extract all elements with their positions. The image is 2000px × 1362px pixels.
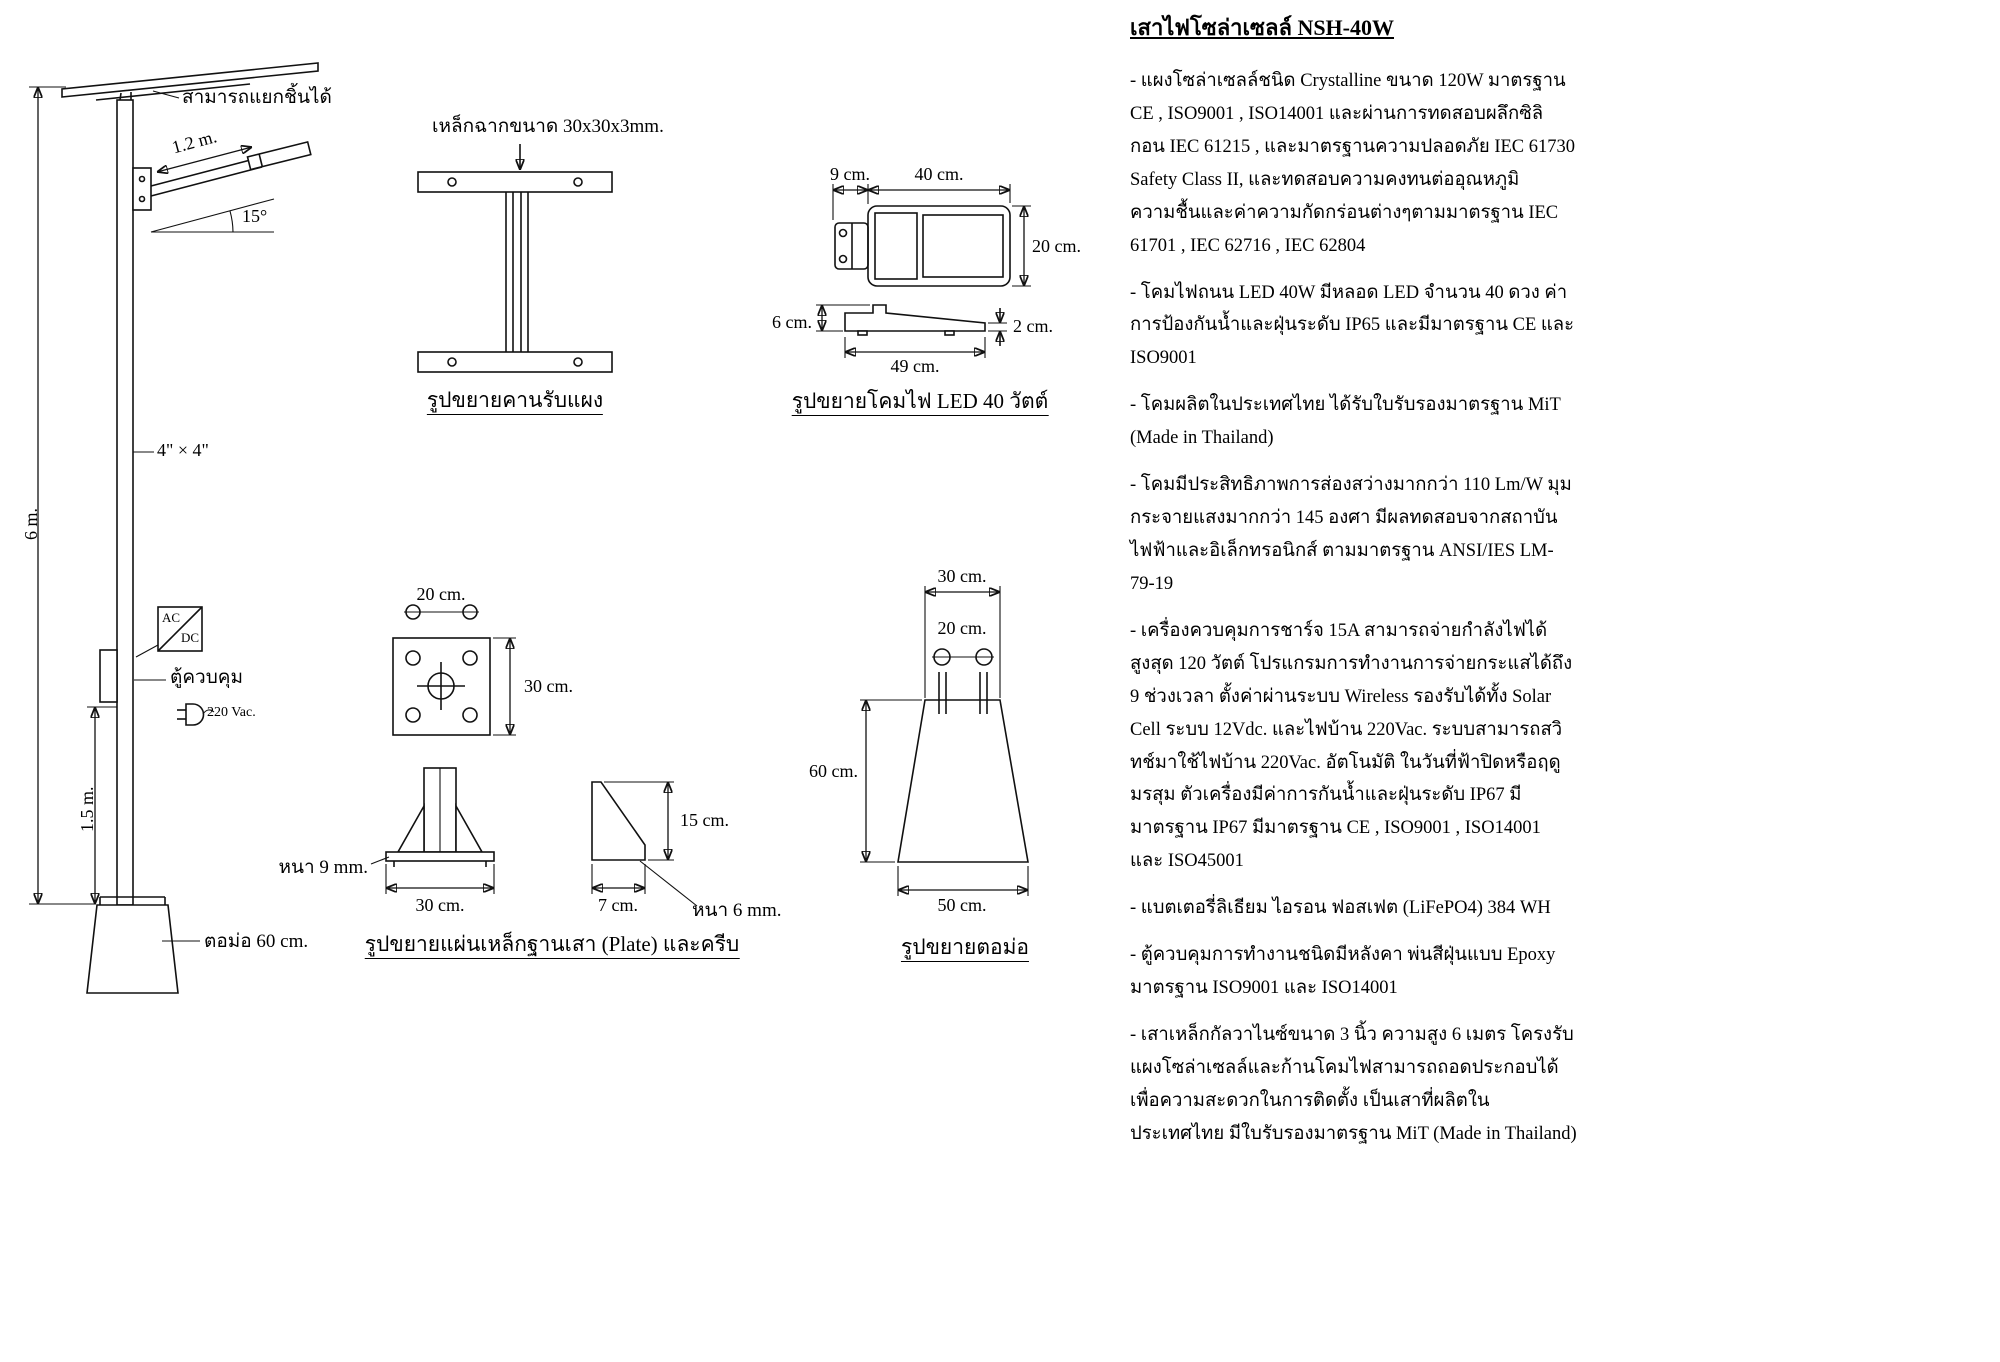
dim-pole-height: 6 m.	[21, 507, 41, 540]
label-foundation: ตอม่อ 60 cm.	[204, 931, 309, 952]
lamp-detail-drawing	[816, 184, 1031, 358]
beam-detail-drawing	[417, 144, 613, 373]
spec-item-solar-panel: - แผงโซล่าเซลล์ชนิด Crystalline ขนาด 120…	[1130, 71, 1575, 256]
spec-item-led-lamp: - โคมไฟถนน LED 40W มีหลอด LED จำนวน 40 ด…	[1130, 282, 1575, 369]
plug-icon	[177, 703, 215, 726]
label-plate-thickness: หนา 9 mm.	[278, 857, 369, 878]
spec-item-mit-lamp: - โคมผลิตในประเทศไทย ได้รับใบรับรองมาตรฐ…	[1130, 395, 1561, 449]
plate-detail-drawing	[370, 604, 698, 907]
label-control-box: ตู้ควบคุม	[170, 667, 244, 688]
dim-rib-width: 7 cm.	[598, 895, 638, 915]
dim-lamp-length: 49 cm.	[890, 356, 940, 376]
control-cabinet	[99, 649, 118, 703]
caption-plate: รูปขยายแผ่นเหล็กฐานเสา (Plate) และครีบ	[364, 934, 740, 959]
pole-assembly-drawing	[29, 62, 319, 994]
dim-plate-size: 30 cm.	[524, 676, 573, 696]
note-angle-steel: เหล็กฉากขนาด 30x30x3mm.	[432, 116, 664, 137]
spec-item-charge-controller: - เครื่องควบคุมการชาร์จ 15A สามารถจ่ายกำ…	[1130, 620, 1573, 872]
label-detachable: สามารถแยกชิ้นได้	[182, 87, 332, 108]
caption-pier: รูปขยายตอม่อ	[900, 937, 1030, 962]
dim-lamp-body-height: 20 cm.	[1032, 236, 1081, 256]
label-voltage: 220 Vac.	[207, 705, 256, 720]
spec-item-pole: - เสาเหล็กกัลวาไนซ์ขนาด 3 นิ้ว ความสูง 6…	[1130, 1024, 1577, 1144]
caption-beam: รูปขยายคานรับแผง	[426, 390, 604, 415]
foundation-pier	[86, 904, 179, 994]
dim-rib-height: 15 cm.	[680, 810, 729, 830]
rib-detail	[591, 781, 646, 861]
street-lamp-head	[246, 140, 312, 171]
dim-plate-hole-span: 20 cm.	[416, 584, 466, 604]
spec-column: เสาไฟโซล่าเซลล์ NSH-40W - แผงโซล่าเซลล์ช…	[1130, 10, 1578, 1165]
ac-dc-converter-icon	[135, 606, 203, 658]
spec-item-control-cabinet: - ตู้ควบคุมการทำงานชนิดมีหลังคา พ่นสีฝุ่…	[1130, 945, 1556, 999]
label-rib-thickness: หนา 6 mm.	[692, 900, 782, 921]
pole-shaft	[116, 99, 134, 906]
dim-tilt-angle: 15°	[242, 206, 268, 226]
dim-pier-bottom: 50 cm.	[937, 895, 987, 915]
dim-pier-bolt-span: 20 cm.	[937, 618, 987, 638]
spec-item-efficiency: - โคมมีประสิทธิภาพการส่องสว่างมากกว่า 11…	[1130, 475, 1572, 594]
dim-pier-height: 60 cm.	[809, 761, 858, 781]
page-title: เสาไฟโซล่าเซลล์ NSH-40W	[1130, 15, 1394, 40]
lamp-side-profile	[844, 304, 986, 332]
label-dc: DC	[181, 630, 200, 645]
dim-lamp-side-height: 6 cm.	[772, 312, 812, 332]
dim-lamp-body-width: 40 cm.	[914, 164, 964, 184]
dim-lamp-tip-height: 2 cm.	[1013, 316, 1053, 336]
caption-lamp: รูปขยายโคมไฟ LED 40 วัตต์	[791, 391, 1049, 416]
drawings-svg	[29, 62, 1031, 994]
led-grid	[922, 214, 1004, 278]
dim-plate-width: 30 cm.	[415, 895, 465, 915]
dim-lower-height: 1.5 m.	[77, 786, 97, 832]
pier-detail-drawing	[860, 586, 1029, 896]
spec-item-battery: - แบตเตอรี่ลิเธียม ไอรอน ฟอสเฟต (LiFePO4…	[1130, 898, 1551, 919]
dim-lamp-bracket-width: 9 cm.	[830, 164, 870, 184]
dim-pole-size: 4" × 4"	[157, 440, 209, 460]
solar-panel	[61, 62, 319, 98]
label-ac: AC	[162, 610, 181, 625]
dim-pier-top: 30 cm.	[937, 566, 987, 586]
